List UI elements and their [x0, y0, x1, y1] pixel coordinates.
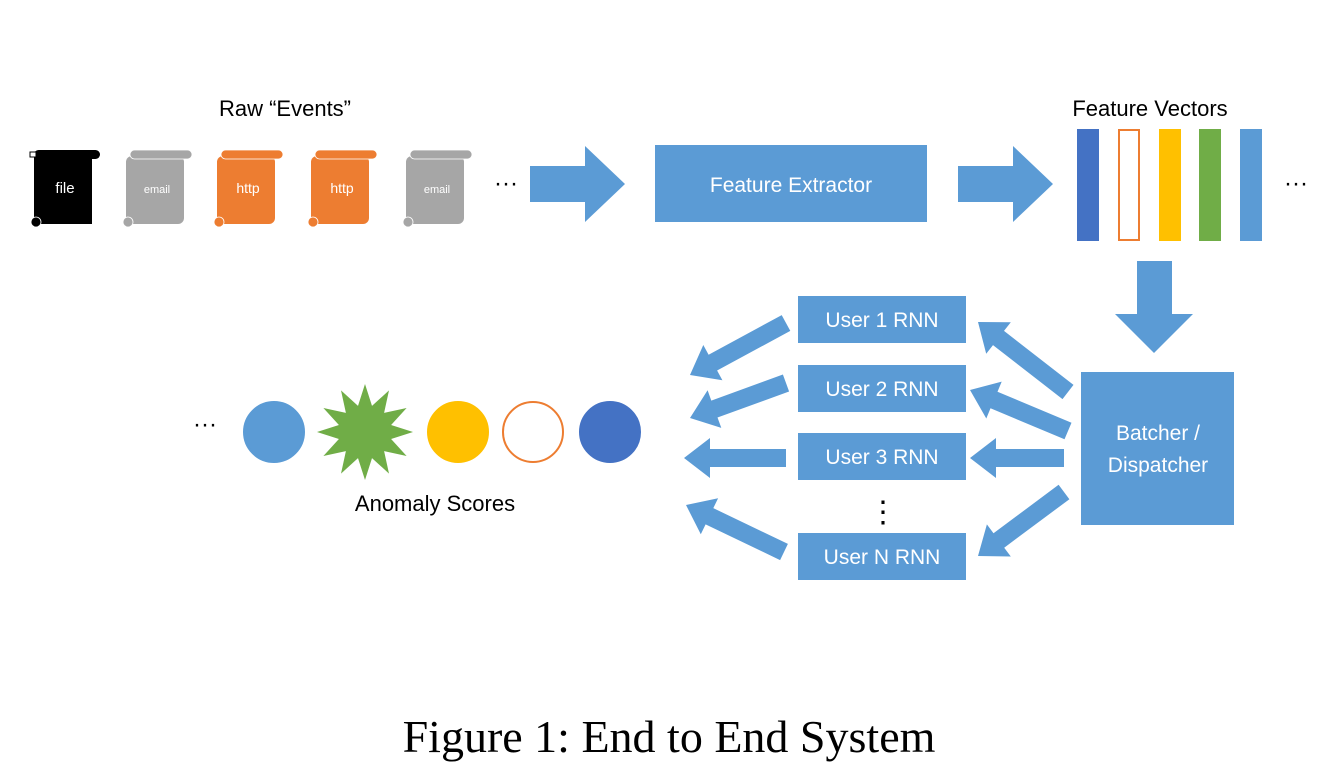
arrow-rnn-3-to-scores — [684, 438, 786, 478]
raw-events-group: file email http http email — [29, 149, 473, 228]
anomaly-scores-label: Anomaly Scores — [355, 491, 515, 516]
arrow-batcher-to-rnn-2 — [970, 381, 1072, 440]
anomaly-scores-group — [243, 384, 641, 480]
arrow-rnn-1-to-scores — [690, 315, 791, 381]
arrow-events-to-extractor — [530, 146, 625, 222]
events-ellipsis: ··· — [494, 170, 518, 197]
rnn-label: User N RNN — [824, 546, 941, 569]
feature-vector-bar — [1077, 129, 1099, 241]
arrow-vectors-to-batcher — [1115, 261, 1193, 353]
svg-text:email: email — [424, 184, 450, 196]
arrow-batcher-to-rnn-n — [978, 484, 1070, 557]
event-scroll-file: file — [29, 150, 100, 228]
rnn-vertical-ellipsis: ⋮ — [868, 496, 898, 529]
feature-vector-bar — [1199, 129, 1221, 241]
event-scroll-http: http — [307, 149, 378, 228]
score-circle — [243, 401, 305, 463]
batcher-label-line1: Batcher / — [1116, 422, 1200, 445]
event-scroll-email: email — [122, 149, 193, 228]
figure-caption: Figure 1: End to End System — [403, 711, 936, 762]
score-circle — [579, 401, 641, 463]
svg-text:http: http — [236, 180, 260, 196]
rnn-group: User 1 RNN User 2 RNN User 3 RNN User N RNN — [798, 296, 966, 580]
svg-text:http: http — [330, 180, 354, 196]
raw-events-label: Raw “Events” — [219, 96, 351, 121]
feature-vector-bar — [1159, 129, 1181, 241]
rnn-label: User 3 RNN — [825, 446, 938, 469]
batcher-label-line2: Dispatcher — [1108, 454, 1208, 477]
feature-vector-bar — [1240, 129, 1262, 241]
feature-vector-bar — [1118, 129, 1140, 241]
arrow-rnn-2-to-scores — [690, 374, 790, 428]
arrow-rnn-n-to-scores — [686, 498, 788, 561]
feature-extractor-label: Feature Extractor — [710, 174, 872, 197]
rnn-box: User 2 RNN — [798, 365, 966, 412]
dispatch-arrows-group — [684, 315, 1074, 561]
anomaly-star — [317, 384, 413, 480]
score-circle — [502, 401, 564, 463]
rnn-box: User 1 RNN — [798, 296, 966, 343]
arrow-extractor-to-vectors — [958, 146, 1053, 222]
svg-text:email: email — [144, 184, 170, 196]
event-scroll-http: http — [213, 149, 284, 228]
svg-text:file: file — [55, 180, 74, 197]
arrow-batcher-to-rnn-3 — [970, 438, 1064, 478]
feature-vectors-group — [1077, 129, 1262, 241]
rnn-label: User 2 RNN — [825, 378, 938, 401]
event-scroll-email: email — [402, 149, 473, 228]
rnn-box: User 3 RNN — [798, 433, 966, 480]
scores-ellipsis: ··· — [193, 411, 217, 438]
score-circle — [427, 401, 489, 463]
vectors-ellipsis: ··· — [1284, 170, 1308, 197]
feature-extractor-box: Feature Extractor — [655, 145, 927, 222]
rnn-label: User 1 RNN — [825, 309, 938, 332]
feature-vectors-label: Feature Vectors — [1072, 96, 1227, 121]
arrow-batcher-to-rnn-1 — [978, 322, 1074, 400]
batcher-dispatcher-box: Batcher / Dispatcher — [1081, 372, 1234, 525]
rnn-box: User N RNN — [798, 533, 966, 580]
